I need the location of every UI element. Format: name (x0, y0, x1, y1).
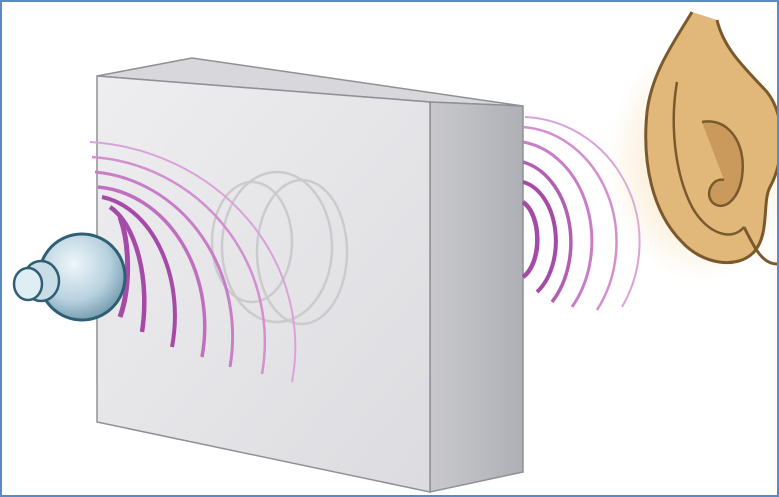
speaker-icon (14, 234, 125, 320)
ear-icon (607, 12, 777, 282)
wall-block (97, 58, 523, 492)
wall-side-face (430, 102, 523, 492)
wall-front-face (97, 76, 430, 492)
